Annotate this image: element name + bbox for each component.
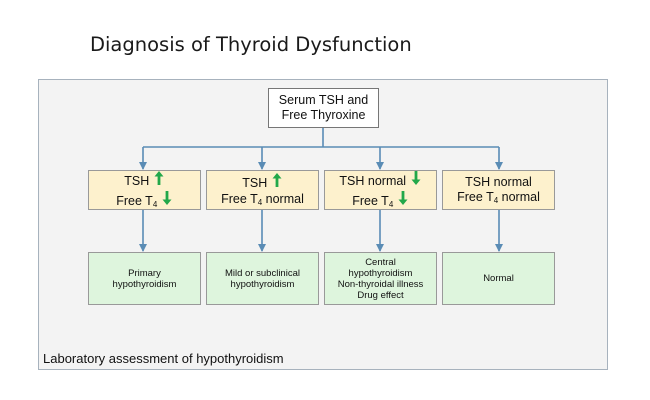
diagnosis-line: hypothyroidism	[112, 278, 177, 290]
diagnosis-line: Primary	[128, 267, 161, 279]
diagnosis-line: Mild or subclinical	[225, 267, 300, 279]
diagram-panel	[38, 79, 608, 370]
free-t4-label: Free T	[352, 194, 389, 208]
diagnosis-line: Non-thyroidal illness	[337, 278, 424, 290]
tsh-label: TSH	[124, 174, 150, 188]
free-t4-suffix: normal	[262, 192, 304, 206]
free-t4-label: Free T	[116, 194, 153, 208]
diagnosis-box: Central hypothyroidism Non-thyroidal ill…	[324, 252, 437, 305]
test-result-box: TSH Free T4 normal	[206, 170, 319, 210]
t4-subscript: 4	[152, 200, 158, 209]
free-t4-label: Free T	[457, 189, 494, 204]
diagnosis-box: Primary hypothyroidism	[88, 252, 201, 305]
arrow-down-icon	[397, 190, 409, 210]
panel-caption: Laboratory assessment of hypothyroidism	[43, 351, 284, 366]
tsh-label: TSH normal	[465, 174, 532, 189]
arrow-up-icon	[153, 170, 165, 190]
t4-subscript: 4	[388, 200, 394, 209]
free-t4-label: Free T	[221, 192, 258, 206]
diagnosis-line: Normal	[483, 273, 514, 284]
serum-test-line-1: Serum TSH and	[278, 93, 369, 107]
serum-test-line-2: Free Thyroxine	[281, 108, 366, 122]
diagnosis-line: Central	[365, 256, 396, 268]
arrow-down-icon	[161, 190, 173, 210]
arrow-down-icon	[410, 170, 422, 190]
diagnosis-line: Drug effect	[357, 289, 404, 301]
serum-test-box: Serum TSH and Free Thyroxine	[268, 88, 379, 128]
diagnosis-line: hypothyroidism	[348, 267, 413, 279]
diagnosis-box: Normal	[442, 252, 555, 305]
free-t4-suffix: normal	[498, 189, 540, 204]
diagnosis-box: Mild or subclinical hypothyroidism	[206, 252, 319, 305]
test-result-box: TSH Free T4	[88, 170, 201, 210]
test-result-box: TSH normal Free T4 normal	[442, 170, 555, 210]
tsh-label: TSH normal	[339, 174, 407, 188]
tsh-label: TSH	[242, 176, 268, 190]
t4-subscript: 4	[493, 195, 499, 205]
page-title: Diagnosis of Thyroid Dysfunction	[90, 33, 412, 56]
test-result-box: TSH normal Free T4	[324, 170, 437, 210]
t4-subscript: 4	[257, 198, 263, 207]
diagnosis-line: hypothyroidism	[230, 278, 295, 290]
arrow-up-icon	[271, 172, 283, 192]
